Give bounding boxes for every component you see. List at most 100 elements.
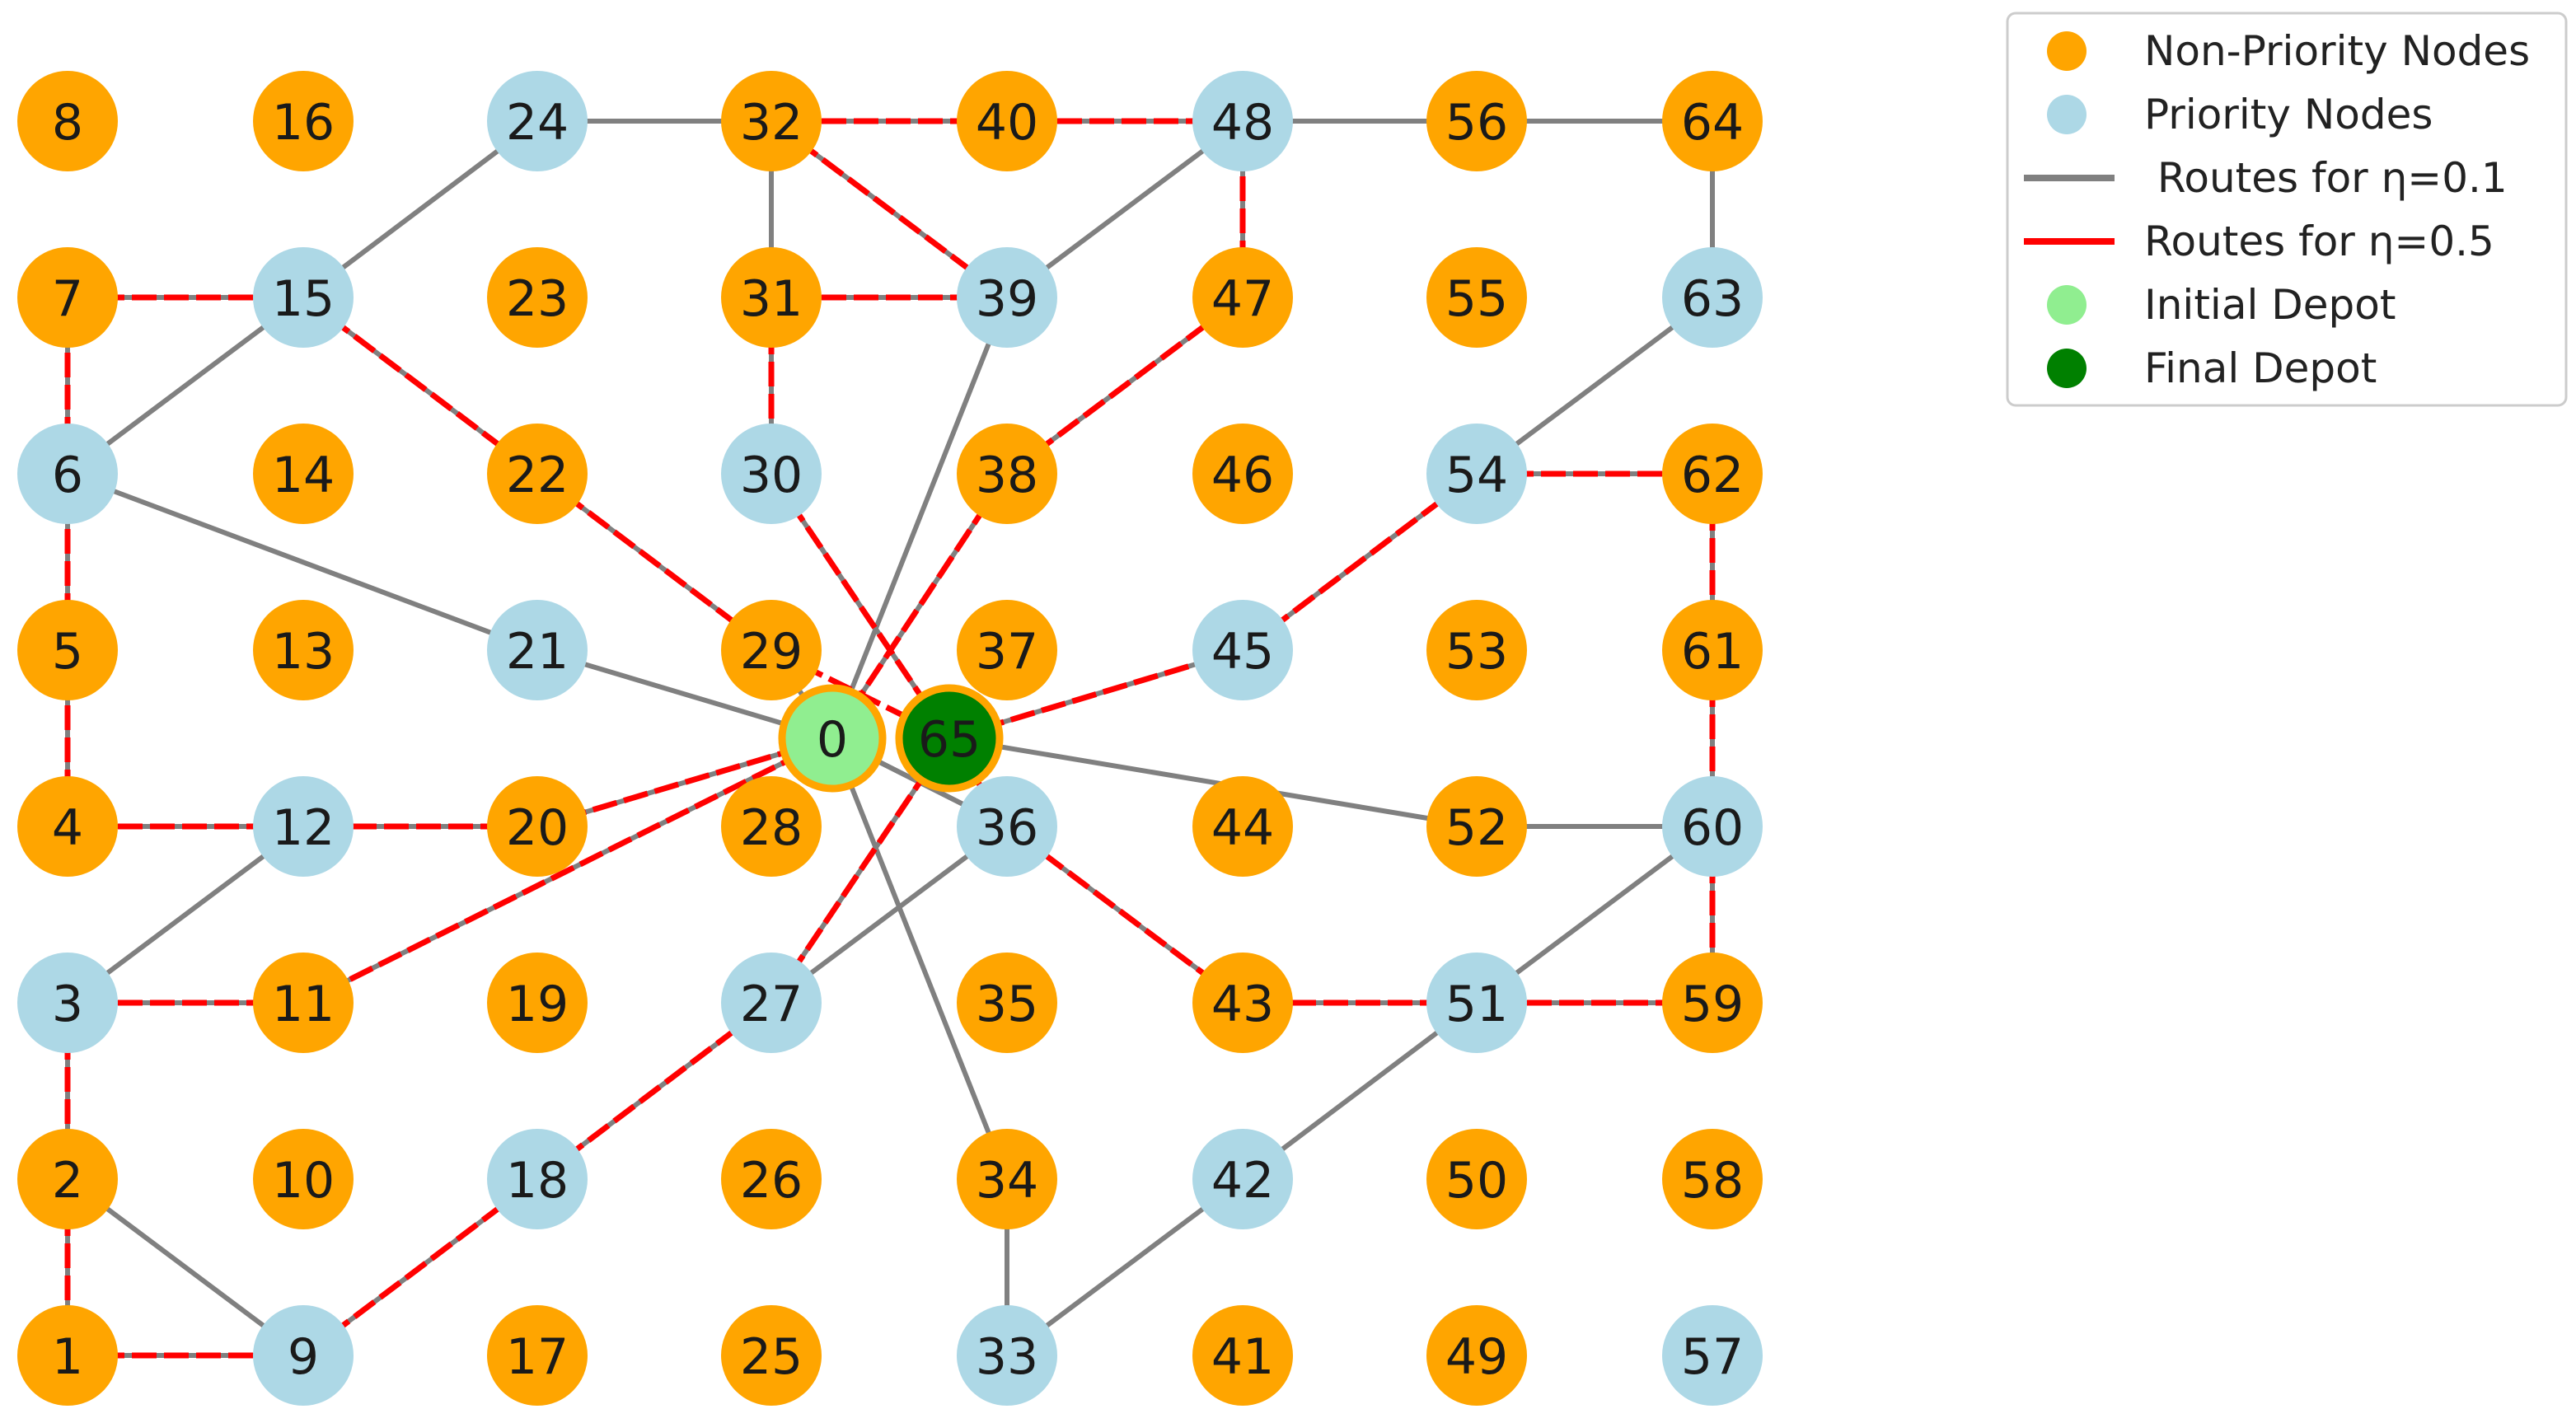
- non-priority-node-35: 35: [957, 953, 1057, 1053]
- node-label: 64: [1681, 94, 1744, 152]
- non-priority-node-59: 59: [1662, 953, 1763, 1053]
- non-priority-node-circle: [1662, 1129, 1763, 1229]
- non-priority-node-circle: [1426, 776, 1527, 877]
- non-priority-node-circle: [1426, 247, 1527, 348]
- priority-node-circle: [1662, 1305, 1763, 1406]
- priority-node-circle: [487, 600, 588, 700]
- priority-node-circle: [17, 424, 118, 524]
- non-priority-node-41: 41: [1192, 1305, 1293, 1406]
- priority-node-39: 39: [957, 247, 1057, 348]
- node-label: 19: [506, 976, 569, 1033]
- priority-node-60: 60: [1662, 776, 1763, 877]
- non-priority-node-7: 7: [17, 247, 118, 348]
- legend-dot-icon: [2047, 95, 2087, 134]
- priority-node-12: 12: [253, 776, 354, 877]
- node-label: 12: [272, 799, 335, 857]
- non-priority-node-31: 31: [721, 247, 822, 348]
- priority-node-54: 54: [1426, 424, 1527, 524]
- node-label: 46: [1211, 447, 1274, 504]
- node-label: 63: [1681, 270, 1744, 328]
- non-priority-node-circle: [1426, 71, 1527, 171]
- node-label: 18: [506, 1152, 569, 1210]
- nodes-layer: 1245781011131416171920222325262829313234…: [17, 71, 1763, 1406]
- non-priority-node-circle: [487, 424, 588, 524]
- node-label: 43: [1211, 976, 1274, 1033]
- priority-node-36: 36: [957, 776, 1057, 877]
- node-label: 50: [1445, 1152, 1508, 1210]
- non-priority-node-circle: [17, 71, 118, 171]
- node-label: 8: [52, 94, 83, 152]
- non-priority-node-49: 49: [1426, 1305, 1527, 1406]
- priority-node-48: 48: [1192, 71, 1293, 171]
- non-priority-node-circle: [17, 1305, 118, 1406]
- priority-node-33: 33: [957, 1305, 1057, 1406]
- non-priority-node-circle: [17, 600, 118, 700]
- initial-depot-node-circle: [778, 684, 887, 793]
- node-label: 40: [976, 94, 1038, 152]
- non-priority-node-44: 44: [1192, 776, 1293, 877]
- non-priority-node-17: 17: [487, 1305, 588, 1406]
- non-priority-node-circle: [721, 776, 822, 877]
- legend-label: Non-Priority Nodes: [2144, 27, 2530, 75]
- non-priority-node-circle: [17, 247, 118, 348]
- node-label: 45: [1211, 623, 1274, 681]
- non-priority-node-circle: [1192, 1305, 1293, 1406]
- node-label: 16: [272, 94, 335, 152]
- node-label: 14: [272, 447, 335, 504]
- priority-node-21: 21: [487, 600, 588, 700]
- non-priority-node-circle: [1192, 953, 1293, 1053]
- non-priority-node-circle: [1662, 424, 1763, 524]
- legend-label: Priority Nodes: [2144, 91, 2433, 138]
- node-label: 6: [52, 447, 83, 504]
- priority-node-42: 42: [1192, 1129, 1293, 1229]
- non-priority-node-circle: [1426, 1305, 1527, 1406]
- non-priority-node-circle: [721, 600, 822, 700]
- legend-dot-icon: [2047, 31, 2087, 71]
- node-label: 55: [1445, 270, 1508, 328]
- node-label: 49: [1445, 1328, 1508, 1386]
- non-priority-node-34: 34: [957, 1129, 1057, 1229]
- node-label: 23: [506, 270, 569, 328]
- non-priority-node-43: 43: [1192, 953, 1293, 1053]
- non-priority-node-62: 62: [1662, 424, 1763, 524]
- non-priority-node-circle: [253, 71, 354, 171]
- node-label: 32: [740, 94, 803, 152]
- node-label: 61: [1681, 623, 1744, 681]
- non-priority-node-circle: [253, 953, 354, 1053]
- non-priority-node-circle: [487, 1305, 588, 1406]
- route-eta01-edge-0-39: [830, 295, 1009, 741]
- non-priority-node-40: 40: [957, 71, 1057, 171]
- non-priority-node-26: 26: [721, 1129, 822, 1229]
- priority-node-circle: [1192, 600, 1293, 700]
- non-priority-node-circle: [957, 1129, 1057, 1229]
- node-label: 33: [976, 1328, 1038, 1386]
- priority-node-6: 6: [17, 424, 118, 524]
- non-priority-node-circle: [1192, 424, 1293, 524]
- route-eta01-edge-21-6: [65, 471, 540, 653]
- node-label: 58: [1681, 1152, 1744, 1210]
- non-priority-node-47: 47: [1192, 247, 1293, 348]
- non-priority-node-circle: [1426, 600, 1527, 700]
- node-label: 31: [740, 270, 803, 328]
- priority-node-circle: [487, 71, 588, 171]
- non-priority-node-20: 20: [487, 776, 588, 877]
- node-label: 51: [1445, 976, 1508, 1033]
- non-priority-node-circle: [957, 953, 1057, 1053]
- priority-node-3: 3: [17, 953, 118, 1053]
- node-label: 4: [52, 799, 83, 857]
- non-priority-node-55: 55: [1426, 247, 1527, 348]
- priority-node-circle: [957, 1305, 1057, 1406]
- node-label: 56: [1445, 94, 1508, 152]
- priority-node-circle: [1662, 776, 1763, 877]
- non-priority-node-52: 52: [1426, 776, 1527, 877]
- node-label: 54: [1445, 447, 1508, 504]
- node-label: 27: [740, 976, 803, 1033]
- priority-node-circle: [1426, 424, 1527, 524]
- node-label: 28: [740, 799, 803, 857]
- non-priority-node-29: 29: [721, 600, 822, 700]
- legend-item: Priority Nodes: [2047, 91, 2433, 138]
- priority-node-circle: [17, 953, 118, 1053]
- priority-node-circle: [487, 1129, 588, 1229]
- non-priority-node-53: 53: [1426, 600, 1527, 700]
- legend-dot-icon: [2047, 285, 2087, 325]
